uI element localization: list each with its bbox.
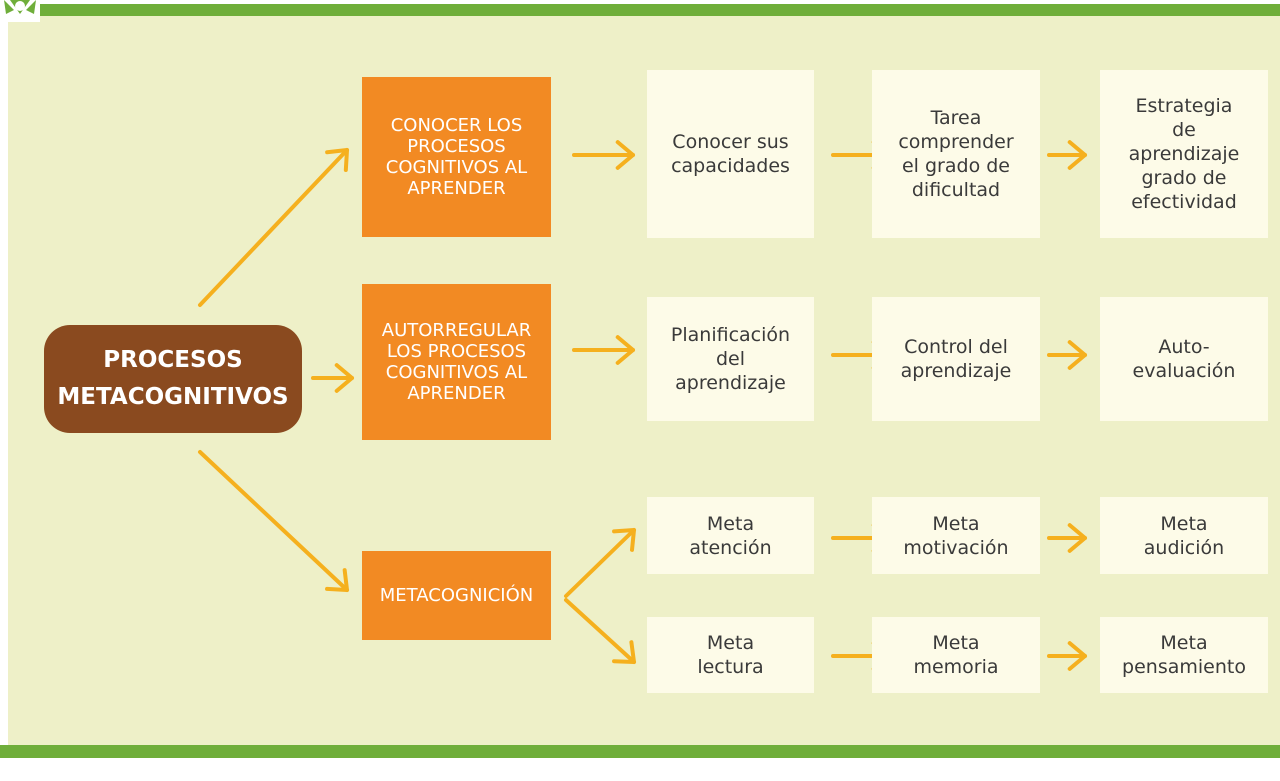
box-tarea-dificultad: Tarea comprender el grado de dificultad <box>872 70 1040 238</box>
root-label: PROCESOS METACOGNITIVOS <box>57 347 289 410</box>
box-label: Meta audición <box>1143 512 1225 559</box>
connector-arrow <box>572 335 635 365</box>
category-autorregular-procesos: AUTORREGULAR LOS PROCESOS COGNITIVOS AL … <box>362 284 551 440</box>
category-label: METACOGNICIÓN <box>379 585 534 606</box>
box-label: Conocer sus capacidades <box>671 131 790 177</box>
box-label: Planificación del aprendizaje <box>670 324 791 394</box>
box-conocer-capacidades: Conocer sus capacidades <box>647 70 814 238</box>
connector-arrow <box>1047 340 1087 370</box>
bottom-border <box>0 745 1280 758</box>
connector-arrow <box>198 148 349 307</box>
box-label: Meta lectura <box>697 632 764 678</box>
box-meta-audicion: Meta audición <box>1100 497 1268 574</box>
box-meta-lectura: Meta lectura <box>647 617 814 693</box>
root-node-procesos-metacognitivos: PROCESOS METACOGNITIVOS <box>44 325 302 433</box>
connector-arrow <box>311 363 354 393</box>
box-meta-pensamiento: Meta pensamiento <box>1100 617 1268 693</box>
box-label: Control del aprendizaje <box>900 336 1012 382</box>
box-meta-atencion: Meta atención <box>647 497 814 574</box>
box-label: Estrategia de aprendizaje grado de efect… <box>1128 95 1240 213</box>
category-metacognicion: METACOGNICIÓN <box>362 551 551 640</box>
box-label: Meta atención <box>689 512 772 559</box>
connector-arrow <box>1047 140 1087 170</box>
connector-arrow <box>1047 641 1087 671</box>
box-estrategia-aprendizaje: Estrategia de aprendizaje grado de efect… <box>1100 70 1268 238</box>
bottom-band <box>0 758 1280 781</box>
box-control-aprendizaje: Control del aprendizaje <box>872 297 1040 421</box>
category-label: AUTORREGULAR LOS PROCESOS COGNITIVOS AL … <box>381 320 532 404</box>
connector-arrow <box>1047 523 1087 553</box>
box-label: Meta pensamiento <box>1122 632 1246 678</box>
category-conocer-procesos: CONOCER LOS PROCESOS COGNITIVOS AL APREN… <box>362 77 551 237</box>
category-label: CONOCER LOS PROCESOS COGNITIVOS AL APREN… <box>385 115 528 199</box>
box-label: Auto- evaluación <box>1132 336 1236 382</box>
box-label: Meta motivación <box>903 512 1009 559</box>
sun-logo-icon <box>0 0 40 22</box>
box-label: Meta memoria <box>913 632 999 678</box>
box-meta-motivacion: Meta motivación <box>872 497 1040 574</box>
connector-arrow <box>572 140 635 170</box>
box-planificacion: Planificación del aprendizaje <box>647 297 814 421</box>
top-border <box>40 4 1280 16</box>
box-autoevaluacion: Auto- evaluación <box>1100 297 1268 421</box>
box-label: Tarea comprender el grado de dificultad <box>898 107 1014 201</box>
connector-arrow <box>564 598 636 664</box>
connector-arrow <box>564 528 636 598</box>
box-meta-memoria: Meta memoria <box>872 617 1040 693</box>
connector-arrow <box>198 450 349 592</box>
